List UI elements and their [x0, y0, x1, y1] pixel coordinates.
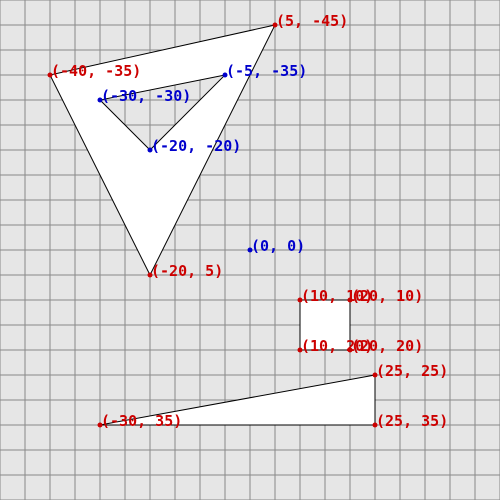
point-neg40-neg35-label: (-40, -35) [51, 62, 141, 80]
point-origin-label: (0, 0) [251, 237, 305, 255]
point-20-10-marker [347, 297, 353, 303]
point-neg5-neg35-marker [222, 72, 228, 78]
point-20-20-marker [347, 347, 353, 353]
point-5-neg45-marker [272, 22, 278, 28]
point-neg5-neg35-label: (-5, -35) [226, 62, 307, 80]
point-10-20-label: (10, 20) [301, 337, 373, 355]
point-25-35-label: (25, 35) [376, 412, 448, 430]
point-5-neg45-label: (5, -45) [276, 12, 348, 30]
points: (-40, -35) (5, -45) (-20, 5) (-5, -35) (-30,… [47, 12, 448, 430]
shape-triangle-with-hole [49, 24, 276, 277]
point-origin-marker [247, 247, 253, 253]
point-neg30-35-marker [97, 422, 103, 428]
point-neg30-neg30-marker [97, 97, 103, 103]
point-neg20-5-marker [147, 272, 153, 278]
point-20-20-label: (20, 20) [351, 337, 423, 355]
point-10-10-marker [297, 297, 303, 303]
point-neg30-35-label: (-30, 35) [101, 412, 182, 430]
point-10-10-label: (10, 10) [301, 287, 373, 305]
shape-right-triangle [99, 374, 376, 426]
point-25-35-marker [372, 422, 378, 428]
point-neg20-neg20-label: (-20, -20) [151, 137, 241, 155]
point-20-10-label: (20, 10) [351, 287, 423, 305]
point-10-20-marker [297, 347, 303, 353]
point-neg30-neg30-label: (-30, -30) [101, 87, 191, 105]
point-neg20-neg20-marker [147, 147, 153, 153]
point-25-25-label: (25, 25) [376, 362, 448, 380]
point-neg20-5-label: (-20, 5) [151, 262, 223, 280]
point-neg40-neg35-marker [47, 72, 53, 78]
point-25-25-marker [372, 372, 378, 378]
polygons [49, 24, 376, 426]
